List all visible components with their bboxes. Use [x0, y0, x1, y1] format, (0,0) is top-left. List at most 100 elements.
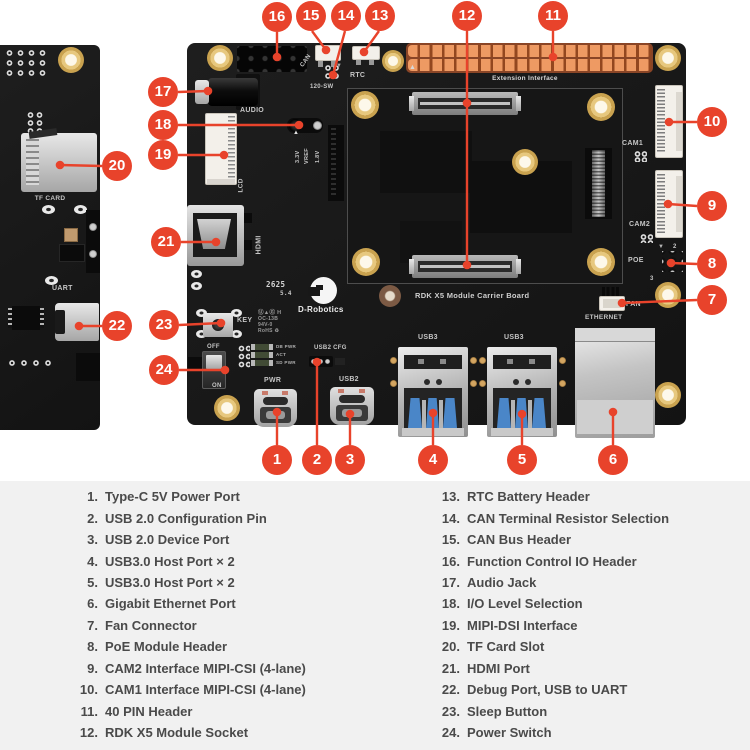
legend-num: 11. [80, 703, 98, 719]
cam2-label: CAM2 [629, 221, 651, 228]
can-leg [318, 61, 323, 67]
callout-23: 23 [149, 310, 179, 340]
usb3-top-slot [493, 355, 551, 369]
legend-label: RTC Battery Header [467, 489, 590, 505]
fan-connector[interactable] [599, 296, 625, 311]
ethernet-lower [577, 400, 653, 434]
connector-pin-lines [592, 150, 605, 217]
usb3-divider [511, 400, 515, 430]
usb3-divider [528, 400, 532, 430]
ethernet-port[interactable] [575, 328, 655, 438]
legend-num: 23. [441, 703, 460, 719]
usb3-blue-tab [497, 398, 511, 428]
cfg-pin [318, 359, 323, 364]
header-pin-row [408, 45, 651, 57]
callout-6: 6 [598, 445, 628, 475]
board-diagram: TF CARD UART [0, 1, 727, 475]
usb3-port-b[interactable] [487, 347, 557, 437]
sleep-button[interactable] [203, 313, 233, 337]
usb3-lip [402, 428, 464, 436]
callout-22: 22 [102, 311, 132, 341]
b2b-pins [420, 102, 510, 105]
mipi-dsi-connector[interactable] [205, 113, 237, 185]
connector-pins [331, 128, 336, 198]
bottom-edge-connector [76, 353, 100, 381]
usb2-typec-port[interactable] [330, 387, 374, 425]
power-typec-port[interactable] [254, 389, 297, 427]
audio-jack-barrel[interactable] [208, 78, 258, 106]
legend-item-7: 7. Fan Connector [72, 615, 306, 636]
callout-24: 24 [149, 355, 179, 385]
led-act [251, 352, 273, 358]
b2b-tab [409, 96, 414, 111]
usb2-label: USB2 [339, 376, 359, 383]
legend-num: 7. [87, 617, 98, 633]
usb3-lip [491, 428, 553, 436]
legend-label: Debug Port, USB to UART [467, 682, 628, 698]
pin1-arrow: ▲ [409, 64, 417, 71]
poe-pin2-label: 2 [673, 244, 677, 250]
audio-jack-tip [195, 80, 209, 104]
fpc-pins [228, 116, 235, 180]
uart-label: UART [52, 285, 73, 292]
hdmi-port[interactable] [187, 205, 244, 266]
can-bus-header[interactable] [315, 45, 341, 61]
usb3-port-a[interactable] [398, 347, 468, 437]
off-label: OFF [207, 344, 220, 350]
callout-11: 11 [538, 1, 568, 31]
led-sd-pwr [251, 360, 273, 366]
center-hole [512, 149, 538, 175]
legend-label: I/O Level Selection [467, 596, 583, 612]
ic-pins [8, 308, 12, 328]
legend-num: 13. [441, 489, 460, 505]
function-io-header[interactable] [237, 46, 307, 72]
cam1-connector[interactable] [655, 85, 683, 158]
tf-card-slot[interactable] [21, 128, 97, 192]
pad [42, 205, 55, 214]
legend-item-11: 11.40 PIN Header [72, 700, 306, 721]
rtc-leg [356, 60, 361, 65]
socket-hole [587, 248, 615, 276]
pad [231, 330, 242, 338]
usb3-blue-tab [408, 398, 422, 428]
usb2-cfg-pin[interactable] [309, 356, 333, 367]
component-chip [64, 228, 78, 242]
legend-item-8: 8.PoE Module Header [72, 636, 306, 657]
b2b-connector-bottom [412, 255, 518, 278]
extension-header-40pin[interactable] [406, 43, 653, 73]
typec-pin [338, 389, 344, 393]
led3-label: SD PWR [276, 360, 296, 365]
legend-item-12: 12.RDK X5 Module Socket [72, 722, 306, 743]
pad [196, 330, 207, 338]
legend-label: Gigabit Ethernet Port [105, 596, 236, 612]
hdmi-pin [244, 240, 252, 250]
legend-item-10: 10.CAM1 Interface MIPI-CSI (4-lane) [72, 679, 306, 700]
callout-13: 13 [365, 1, 395, 31]
rtc-battery-header[interactable] [352, 46, 380, 60]
typec-slot [339, 395, 365, 403]
cam2-connector[interactable] [655, 170, 683, 238]
v33-label: 3.3V [295, 150, 301, 163]
socket-hole [352, 248, 380, 276]
legend-num: 16. [441, 553, 460, 569]
led2-label: ACT [276, 352, 287, 357]
micro-usb-opening [55, 310, 65, 334]
legend-item-13: 13. RTC Battery Header [434, 486, 669, 507]
extension-interface-label: Extension Interface [492, 75, 558, 82]
socket-texture [380, 131, 472, 193]
legend-item-6: 6.Gigabit Ethernet Port [72, 593, 306, 614]
callout-9: 9 [697, 191, 727, 221]
legend-label: Fan Connector [105, 617, 197, 633]
fpc-latch [676, 176, 682, 232]
legend-label: USB3.0 Host Port × 2 [105, 574, 235, 590]
fpc-latch [207, 179, 235, 184]
mounting-hole [655, 45, 681, 71]
switch-actuator [188, 357, 203, 370]
callout-7: 7 [697, 285, 727, 315]
usb3-opening [493, 388, 551, 430]
micro-usb-port[interactable] [55, 303, 99, 341]
poe-module-header[interactable] [662, 251, 683, 272]
arrow-down: ▼ [336, 63, 343, 69]
led-pads [238, 353, 250, 360]
rtc-leg [369, 60, 374, 65]
